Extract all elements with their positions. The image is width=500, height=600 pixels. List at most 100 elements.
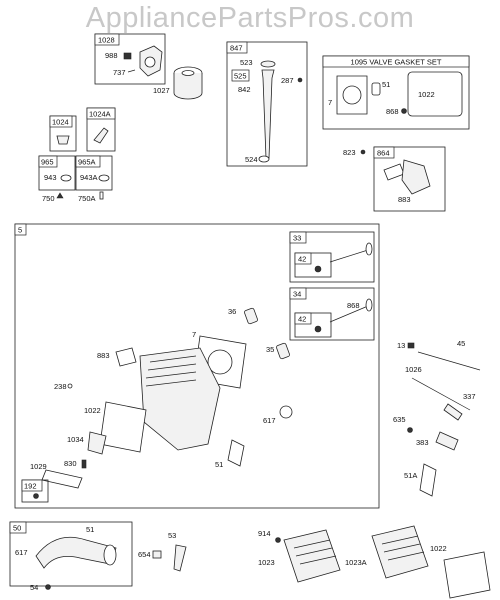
part-943-icon [60,174,72,182]
section-1028[interactable]: 1028 988 737 [94,33,166,85]
part-label-1026[interactable]: 1026 [405,365,422,374]
section-847-tag-box [226,41,248,54]
push-rod-45-icon [417,351,481,371]
part-label-1034[interactable]: 1034 [67,435,84,444]
valve-covers[interactable]: 914 1023 1023A 1022 [258,525,491,599]
intake-valve-stem-icon [329,249,369,263]
dipstick-tube-icon [261,69,275,159]
part-label-737[interactable]: 737 [113,68,126,77]
section-5[interactable]: 5 33 42 34 868 42 36 35 7 883 [14,223,380,509]
section-5-frame [14,223,380,509]
part-label-54[interactable]: 54 [30,583,38,592]
section-864[interactable]: 864 883 [373,146,446,212]
part-337-icon [443,403,463,421]
right-column-parts[interactable]: 13 45 1026 337 635 383 51A [393,339,481,497]
section-1095-title: 1095 VALVE GASKET SET [351,58,442,67]
part-label-36[interactable]: 36 [228,307,236,316]
section-965-tag-box [38,155,58,168]
part-label-883-section-864[interactable]: 883 [398,195,411,204]
part-label-524[interactable]: 524 [245,155,258,164]
part-label-51-intake[interactable]: 51 [86,525,94,534]
valve-keeper-b-icon [314,325,322,333]
section-42-b-tag: 42 [298,315,306,324]
part-label-7-head-gasket[interactable]: 7 [192,330,196,339]
part-750a-icon [99,191,104,200]
section-965a-tag-box [75,155,101,168]
section-50-tag-box [9,521,27,534]
part-13-icon [407,342,415,349]
head-gasket-bore-icon [207,349,233,375]
part-label-883[interactable]: 883 [97,351,110,360]
section-50[interactable]: 50 51 617 [9,521,133,587]
part-1024-icon [56,135,70,145]
part-label-943a[interactable]: 943A [80,173,98,182]
section-50-tag: 50 [13,524,21,533]
section-42-b-tag-box [294,312,312,325]
section-1028-tag-box [94,33,120,46]
part-label-617-head[interactable]: 617 [263,416,276,425]
part-label-988[interactable]: 988 [105,51,118,60]
section-965[interactable]: 965 943 750 [38,155,76,203]
head-gasket-bore-icon [342,85,362,105]
part-label-1022-head[interactable]: 1022 [84,406,101,415]
watermark: AppliancePartsPros.com [86,2,415,34]
part-54[interactable]: 54 [30,583,51,592]
part-label-287[interactable]: 287 [281,76,294,85]
part-label-1029[interactable]: 1029 [30,462,47,471]
part-label-750[interactable]: 750 [42,194,55,203]
valve-cover-gasket-1022-icon [443,551,491,599]
part-label-943[interactable]: 943 [44,173,57,182]
part-label-13[interactable]: 13 [397,341,405,350]
part-label-635[interactable]: 635 [393,415,406,424]
section-864-tag: 864 [377,149,390,158]
part-label-654[interactable]: 654 [138,550,151,559]
section-1024a[interactable]: 1024A [86,107,116,152]
part-287-icon [297,77,303,83]
valve-cover-1023-icon [283,529,341,583]
part-1029-icon [41,469,83,489]
part-label-45[interactable]: 45 [457,339,465,348]
part-54-icon [45,584,51,590]
part-53-icon [173,544,187,572]
section-1095[interactable]: 1095 VALVE GASKET SET 7 51 868 1022 [322,55,470,130]
part-label-53[interactable]: 53 [168,531,176,540]
part-label-750a[interactable]: 750A [78,194,96,203]
part-label-51a[interactable]: 51A [404,471,417,480]
part-label-868-exhaust[interactable]: 868 [347,301,360,310]
part-label-914[interactable]: 914 [258,529,271,538]
section-50-frame [9,521,133,587]
part-label-868-gasket-set[interactable]: 868 [386,107,399,116]
part-label-1022-gasket-set[interactable]: 1022 [418,90,435,99]
part-label-7-gasket-set[interactable]: 7 [328,98,332,107]
part-53-654[interactable]: 53 654 [138,531,187,572]
part-label-1023[interactable]: 1023 [258,558,275,567]
part-label-238[interactable]: 238 [54,382,67,391]
part-label-842[interactable]: 842 [238,85,251,94]
section-965a[interactable]: 965A 943A 750A [75,155,113,203]
part-label-523[interactable]: 523 [240,58,253,67]
part-823[interactable]: 823 [343,148,366,157]
valve-spring-36-icon [244,307,258,325]
part-label-823[interactable]: 823 [343,148,356,157]
part-label-1022-cover[interactable]: 1022 [430,544,447,553]
part-label-830[interactable]: 830 [64,459,77,468]
part-label-383[interactable]: 383 [416,438,429,447]
exhaust-valve-head-icon [365,298,373,312]
part-label-51-head[interactable]: 51 [215,460,223,469]
part-label-337[interactable]: 337 [463,392,476,401]
section-1024a-tag-box [86,107,116,120]
section-847[interactable]: 847 523 525 842 524 287 [226,41,308,167]
part-label-617-intake[interactable]: 617 [15,548,28,557]
part-1027[interactable]: 1027 [153,66,203,100]
part-label-525[interactable]: 525 [234,72,247,81]
o-ring-617-icon [279,405,293,419]
part-label-1023a[interactable]: 1023A [345,558,367,567]
valve-cover-1023a-icon [371,525,429,579]
part-label-51-gasket-set[interactable]: 51 [382,80,390,89]
part-label-35[interactable]: 35 [266,345,274,354]
part-label-1027[interactable]: 1027 [153,86,170,95]
section-864-tag-box [373,146,395,159]
section-1028-frame [94,33,166,85]
section-1024[interactable]: 1024 [49,115,77,152]
